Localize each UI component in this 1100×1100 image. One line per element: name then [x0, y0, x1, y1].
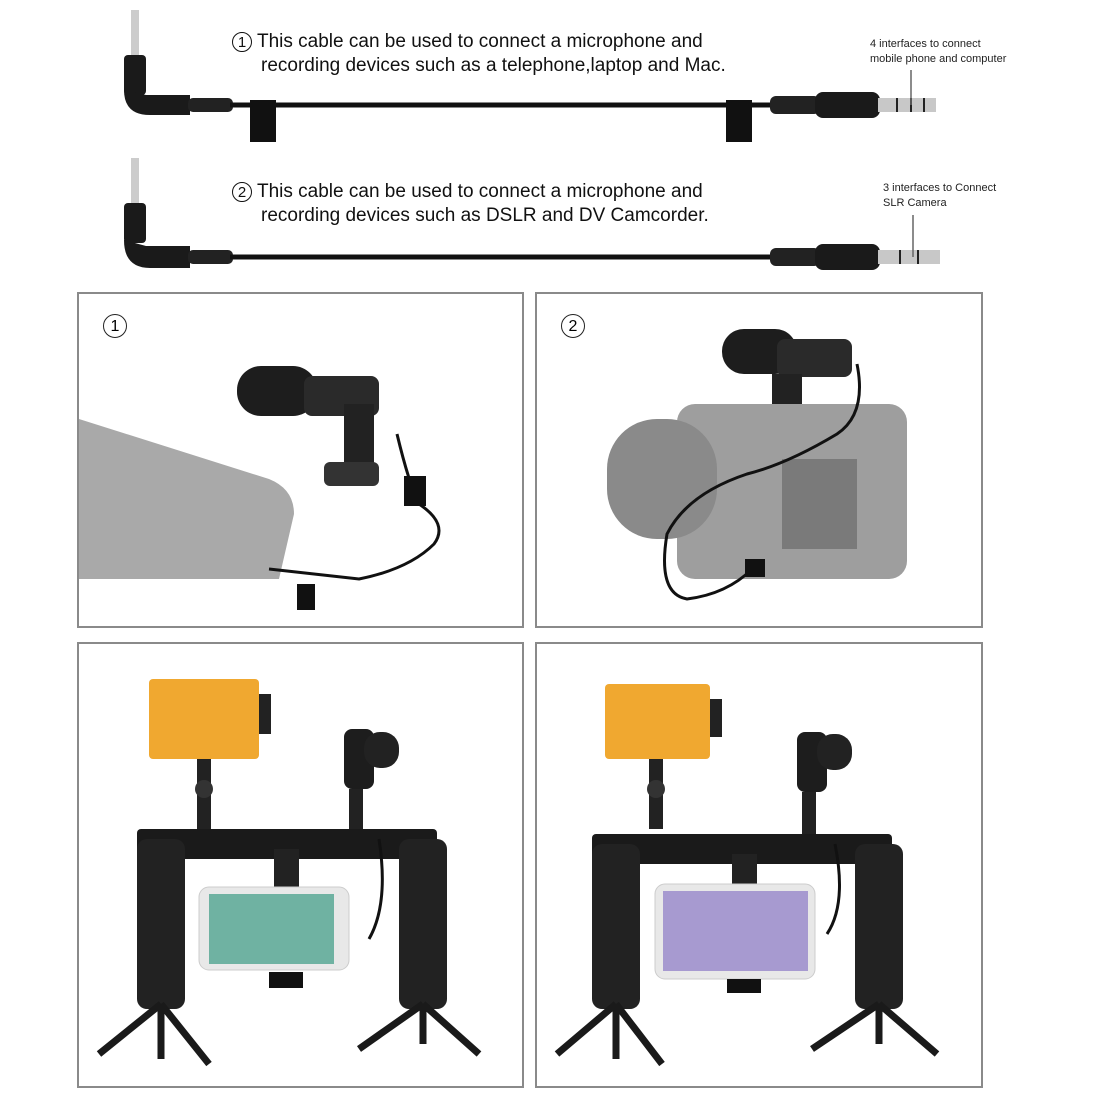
camera-mic-illustration	[607, 329, 907, 601]
rig-android-illustration	[554, 684, 940, 1067]
panel-1-number: 1	[103, 314, 127, 338]
panel-camera-usage: 2	[535, 292, 983, 628]
phone-mic-illustration	[79, 366, 441, 610]
cables-illustration	[124, 10, 940, 270]
rig-iphone-illustration	[96, 679, 482, 1067]
cable-2-note-line1: 3 interfaces to Connect	[883, 182, 997, 194]
cable-2	[124, 158, 940, 270]
cable-2-note: 3 interfaces to Connect SLR Camera	[883, 181, 996, 211]
cable-1-note-line2: mobile phone and computer	[870, 53, 1007, 65]
cable-1-note: 4 interfaces to connect mobile phone and…	[870, 37, 1006, 67]
cable-1-note-line1: 4 interfaces to connect	[870, 38, 981, 50]
cable-1-caption-line2: recording devices such as a telephone,la…	[261, 55, 726, 76]
cable-2-caption-line2: recording devices such as DSLR and DV Ca…	[261, 205, 709, 226]
panel-rig-iphone	[77, 642, 524, 1088]
cable-1-caption-line1: This cable can be used to connect a micr…	[257, 31, 703, 52]
cable-2-note-line2: SLR Camera	[883, 197, 947, 209]
panel-2-number: 2	[561, 314, 585, 338]
cable-2-caption-line1: This cable can be used to connect a micr…	[257, 181, 703, 202]
panel-phone-usage: 1	[77, 292, 524, 628]
cable-2-number: 2	[232, 182, 252, 202]
panel-rig-android	[535, 642, 983, 1088]
cable-1-number: 1	[232, 32, 252, 52]
cable-1	[124, 10, 936, 142]
